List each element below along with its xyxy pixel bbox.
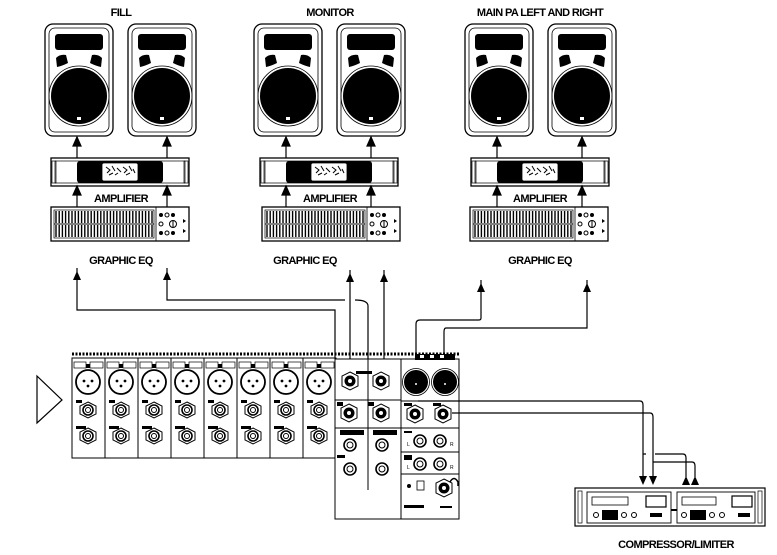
mixer-channel-strip [104, 357, 139, 459]
signal-arrow [492, 136, 502, 147]
monitor-eq-label: GRAPHIC EQ [273, 255, 338, 267]
main-amplifier-label: AMPLIFIER [513, 193, 568, 205]
compressor-label: COMPRESSOR/LIMITER [618, 539, 734, 551]
signal-arrow [492, 185, 502, 196]
signal-arrow [72, 185, 82, 196]
mixer-label-r2: R [450, 465, 454, 471]
fill-speaker-left [44, 23, 114, 137]
fill-group-label: FILL [111, 7, 133, 19]
main-speaker-left [464, 23, 534, 137]
monitor-graphic-eq [261, 206, 401, 242]
mixer-channel-strip [170, 357, 205, 459]
compressor-channel-1 [586, 491, 672, 524]
compressor-limiter [574, 487, 766, 527]
monitor-amplifier-label: AMPLIFIER [303, 193, 358, 205]
mixer-to-compressor-cables [418, 400, 696, 478]
signal-arrow [577, 136, 587, 147]
main-pa-group-label: MAIN PA LEFT AND RIGHT [477, 7, 604, 19]
mixer-channel-strip [236, 357, 271, 459]
mixer-channel-strip [269, 357, 304, 459]
mixer-master-section: L R L R [400, 354, 460, 520]
fill-graphic-eq [50, 206, 190, 242]
compressor-channel-2 [676, 491, 756, 524]
mixer: L R L R [71, 352, 460, 520]
mixer-label-l2: L [407, 465, 410, 471]
signal-arrow [281, 136, 291, 147]
signal-arrow [72, 136, 82, 147]
monitor-speaker-left [253, 23, 323, 137]
input-triangle-icon [36, 374, 63, 425]
signal-arrow [162, 136, 172, 147]
mixer-channel-strip [302, 357, 337, 459]
monitor-speaker-right [336, 23, 406, 137]
main-amplifier [470, 157, 610, 187]
headphones-icon [449, 477, 459, 486]
rack-connection-lines [72, 136, 587, 207]
main-out-xlr-left [402, 368, 430, 396]
mixer-channel-strip [137, 357, 172, 459]
main-eq-label: GRAPHIC EQ [508, 255, 573, 267]
fill-amplifier [50, 157, 190, 187]
fill-eq-label: GRAPHIC EQ [89, 255, 154, 267]
main-graphic-eq [469, 206, 609, 242]
signal-arrow [366, 185, 376, 196]
monitor-group-label: MONITOR [306, 7, 354, 19]
mixer-label-l1: L [407, 442, 410, 448]
mixer-to-eq-cables [76, 268, 588, 360]
fill-speaker-right [127, 23, 197, 137]
main-speaker-right [547, 23, 617, 137]
mixer-aux-section [334, 358, 402, 520]
main-out-xlr-right [431, 368, 459, 396]
fill-amplifier-label: AMPLIFIER [94, 193, 149, 205]
signal-arrow [577, 185, 587, 196]
mixer-channel-strips [71, 357, 337, 459]
mixer-to-eq-arrows [73, 271, 591, 292]
mixer-label-r1: R [450, 442, 454, 448]
compressor-arrows [639, 476, 699, 485]
monitor-amplifier [259, 157, 399, 187]
mixer-channel-strip [71, 357, 106, 459]
mixer-channel-strip [203, 357, 238, 459]
signal-arrow [162, 185, 172, 196]
signal-arrow [281, 185, 291, 196]
signal-arrow [366, 136, 376, 147]
